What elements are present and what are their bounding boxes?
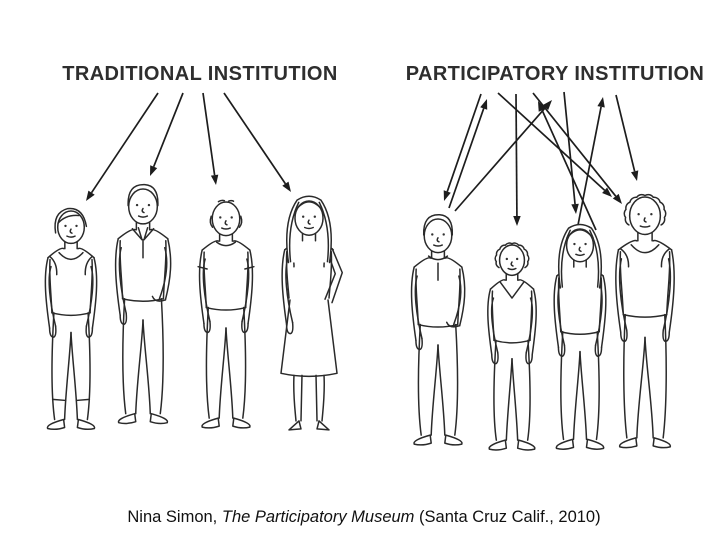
participatory-arrow-1 (443, 93, 482, 201)
traditional-arrow-1 (86, 92, 159, 201)
person-sketch-l1 (44, 207, 98, 431)
participatory-arrow-2 (448, 99, 488, 209)
person-sketch-r2 (487, 242, 537, 451)
participatory-arrow-6 (513, 93, 521, 226)
participatory-arrow-3 (454, 100, 552, 212)
citation-author: Nina Simon, (127, 508, 222, 526)
participatory-people (410, 193, 675, 451)
person-sketch-r1 (410, 214, 466, 446)
participatory-arrow-5 (532, 92, 622, 204)
traditional-people (44, 183, 344, 431)
participatory-arrow-10 (615, 94, 639, 181)
participatory-institution-title: PARTICIPATORY INSTITUTION (405, 63, 705, 85)
person-sketch-r3 (553, 223, 607, 450)
citation: Nina Simon, The Participatory Museum (Sa… (0, 508, 728, 534)
person-sketch-r4 (615, 193, 675, 449)
participatory-arrows (443, 91, 639, 231)
person-sketch-l2 (114, 183, 172, 425)
participatory-arrow-7 (538, 101, 597, 231)
traditional-arrow-2 (150, 92, 184, 176)
traditional-arrows (86, 92, 291, 201)
citation-place-year: (Santa Cruz Calif., 2010) (414, 508, 601, 526)
traditional-arrow-3 (202, 92, 219, 185)
traditional-institution-title: TRADITIONAL INSTITUTION (62, 63, 338, 85)
participatory-arrow-4 (497, 92, 612, 197)
citation-book-title: The Participatory Museum (221, 508, 415, 526)
participatory-arrow-8 (563, 91, 579, 214)
person-sketch-l3 (197, 199, 255, 429)
traditional-arrow-4 (223, 92, 291, 192)
participatory-arrow-9 (577, 97, 605, 226)
person-sketch-l4 (280, 195, 344, 431)
